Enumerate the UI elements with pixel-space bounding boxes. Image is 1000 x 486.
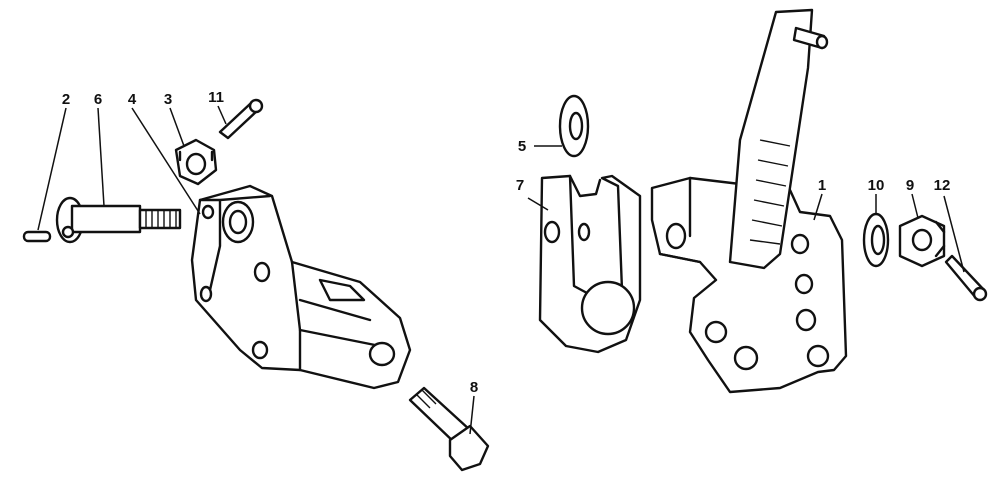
callout-10: 10	[868, 177, 885, 194]
part-8-bolt	[408, 386, 490, 472]
callout-7: 7	[516, 177, 524, 194]
callout-2: 2	[62, 91, 70, 108]
part-4-bracket	[190, 184, 412, 390]
leader-lines	[37, 105, 965, 435]
part-3-castle-nut	[174, 138, 218, 186]
callout-1: 1	[818, 177, 826, 194]
part-11-split-pin	[218, 98, 264, 140]
part-7-clevis	[538, 174, 642, 354]
callout-5: 5	[518, 138, 526, 155]
part-12-split-pin	[944, 254, 988, 302]
callout-4: 4	[128, 91, 137, 108]
part-1-lever-bracket	[650, 8, 848, 394]
part-6-clevis-pin	[55, 196, 182, 244]
callout-labels: 2 6 4 3 11 5 7 8 1 10 9 12	[62, 89, 951, 396]
part-2-pin	[22, 230, 52, 243]
callout-11: 11	[208, 89, 224, 106]
part-9-castle-nut	[898, 214, 946, 268]
part-5-washer	[558, 94, 590, 158]
callout-8: 8	[470, 379, 478, 396]
callout-12: 12	[934, 177, 951, 194]
callout-3: 3	[164, 91, 172, 108]
callout-9: 9	[906, 177, 914, 194]
callout-6: 6	[94, 91, 102, 108]
part-10-washer	[862, 212, 890, 268]
